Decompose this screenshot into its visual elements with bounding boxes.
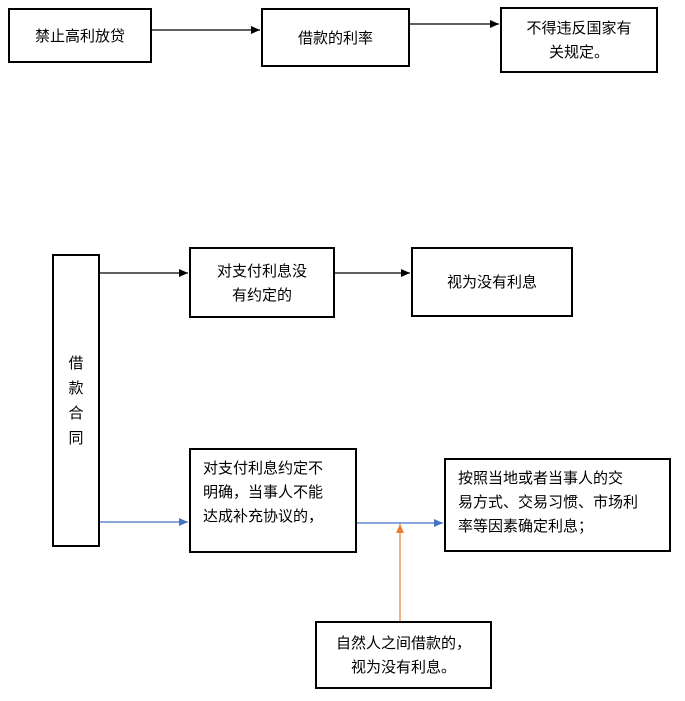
- node-label: 视为没有利息: [446, 273, 537, 291]
- node-label-line-3: 率等因素确定利息；: [458, 517, 594, 535]
- node-unclear-interest-agreement: 对支付利息约定不 明确，当事人不能 达成补充协议的，: [189, 448, 357, 553]
- node-char-3: 合: [68, 403, 84, 422]
- node-label-line-1: 对支付利息约定不: [203, 459, 324, 477]
- node-determine-interest: 按照当地或者当事人的交 易方式、交易习惯、市场利 率等因素确定利息；: [444, 458, 671, 552]
- node-label-line-2: 视为没有利息。: [350, 658, 456, 676]
- node-label-line-1: 对支付利息没: [216, 261, 307, 280]
- node-natural-person-exception: 自然人之间借款的， 视为没有利息。: [315, 621, 492, 689]
- node-char-1: 借: [68, 353, 84, 372]
- node-label-line-2: 易方式、交易习惯、市场利: [458, 493, 639, 511]
- node-label-line-2: 有约定的: [231, 285, 292, 304]
- node-label: 借款的利率: [297, 28, 373, 47]
- node-label-line-2: 关规定。: [548, 43, 609, 61]
- node-char-4: 同: [68, 428, 84, 447]
- node-label-line-1: 自然人之间借款的，: [335, 634, 471, 652]
- node-loan-contract: 借 款 合 同: [52, 254, 100, 547]
- node-label: 禁止高利放贷: [34, 26, 125, 45]
- node-label-line-1: 不得违反国家有: [526, 19, 632, 37]
- node-char-2: 款: [68, 378, 84, 397]
- node-loan-interest-rate: 借款的利率: [261, 8, 410, 67]
- node-ban-usury: 禁止高利放贷: [8, 8, 152, 63]
- node-no-interest-agreed: 对支付利息没 有约定的: [189, 247, 335, 318]
- node-deemed-no-interest: 视为没有利息: [411, 247, 573, 317]
- node-state-regulations: 不得违反国家有 关规定。: [500, 7, 658, 73]
- node-label-line-2: 明确，当事人不能: [203, 483, 324, 501]
- node-label-line-3: 达成补充协议的，: [203, 507, 324, 525]
- node-label-line-1: 按照当地或者当事人的交: [458, 469, 624, 487]
